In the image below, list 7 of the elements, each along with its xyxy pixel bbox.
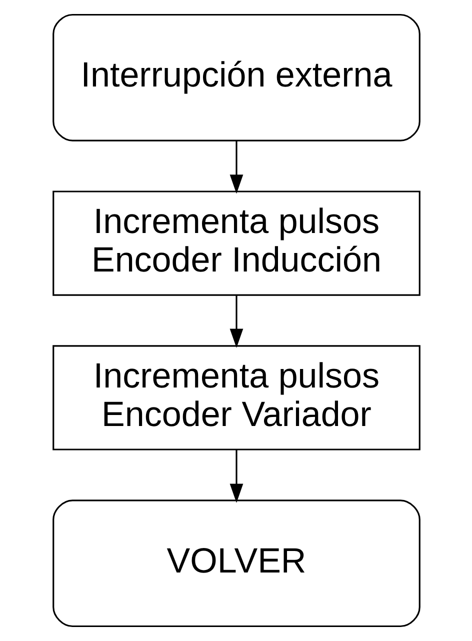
node-box: Incrementa pulsos Encoder Inducción — [52, 190, 420, 296]
arrow — [229, 295, 243, 348]
node-box: Incrementa pulsos Encoder Variador — [52, 345, 420, 450]
arrow — [229, 450, 243, 503]
node-box: VOLVER — [52, 500, 420, 628]
node-box: Interrupción externa — [52, 14, 420, 142]
arrow — [229, 140, 243, 194]
